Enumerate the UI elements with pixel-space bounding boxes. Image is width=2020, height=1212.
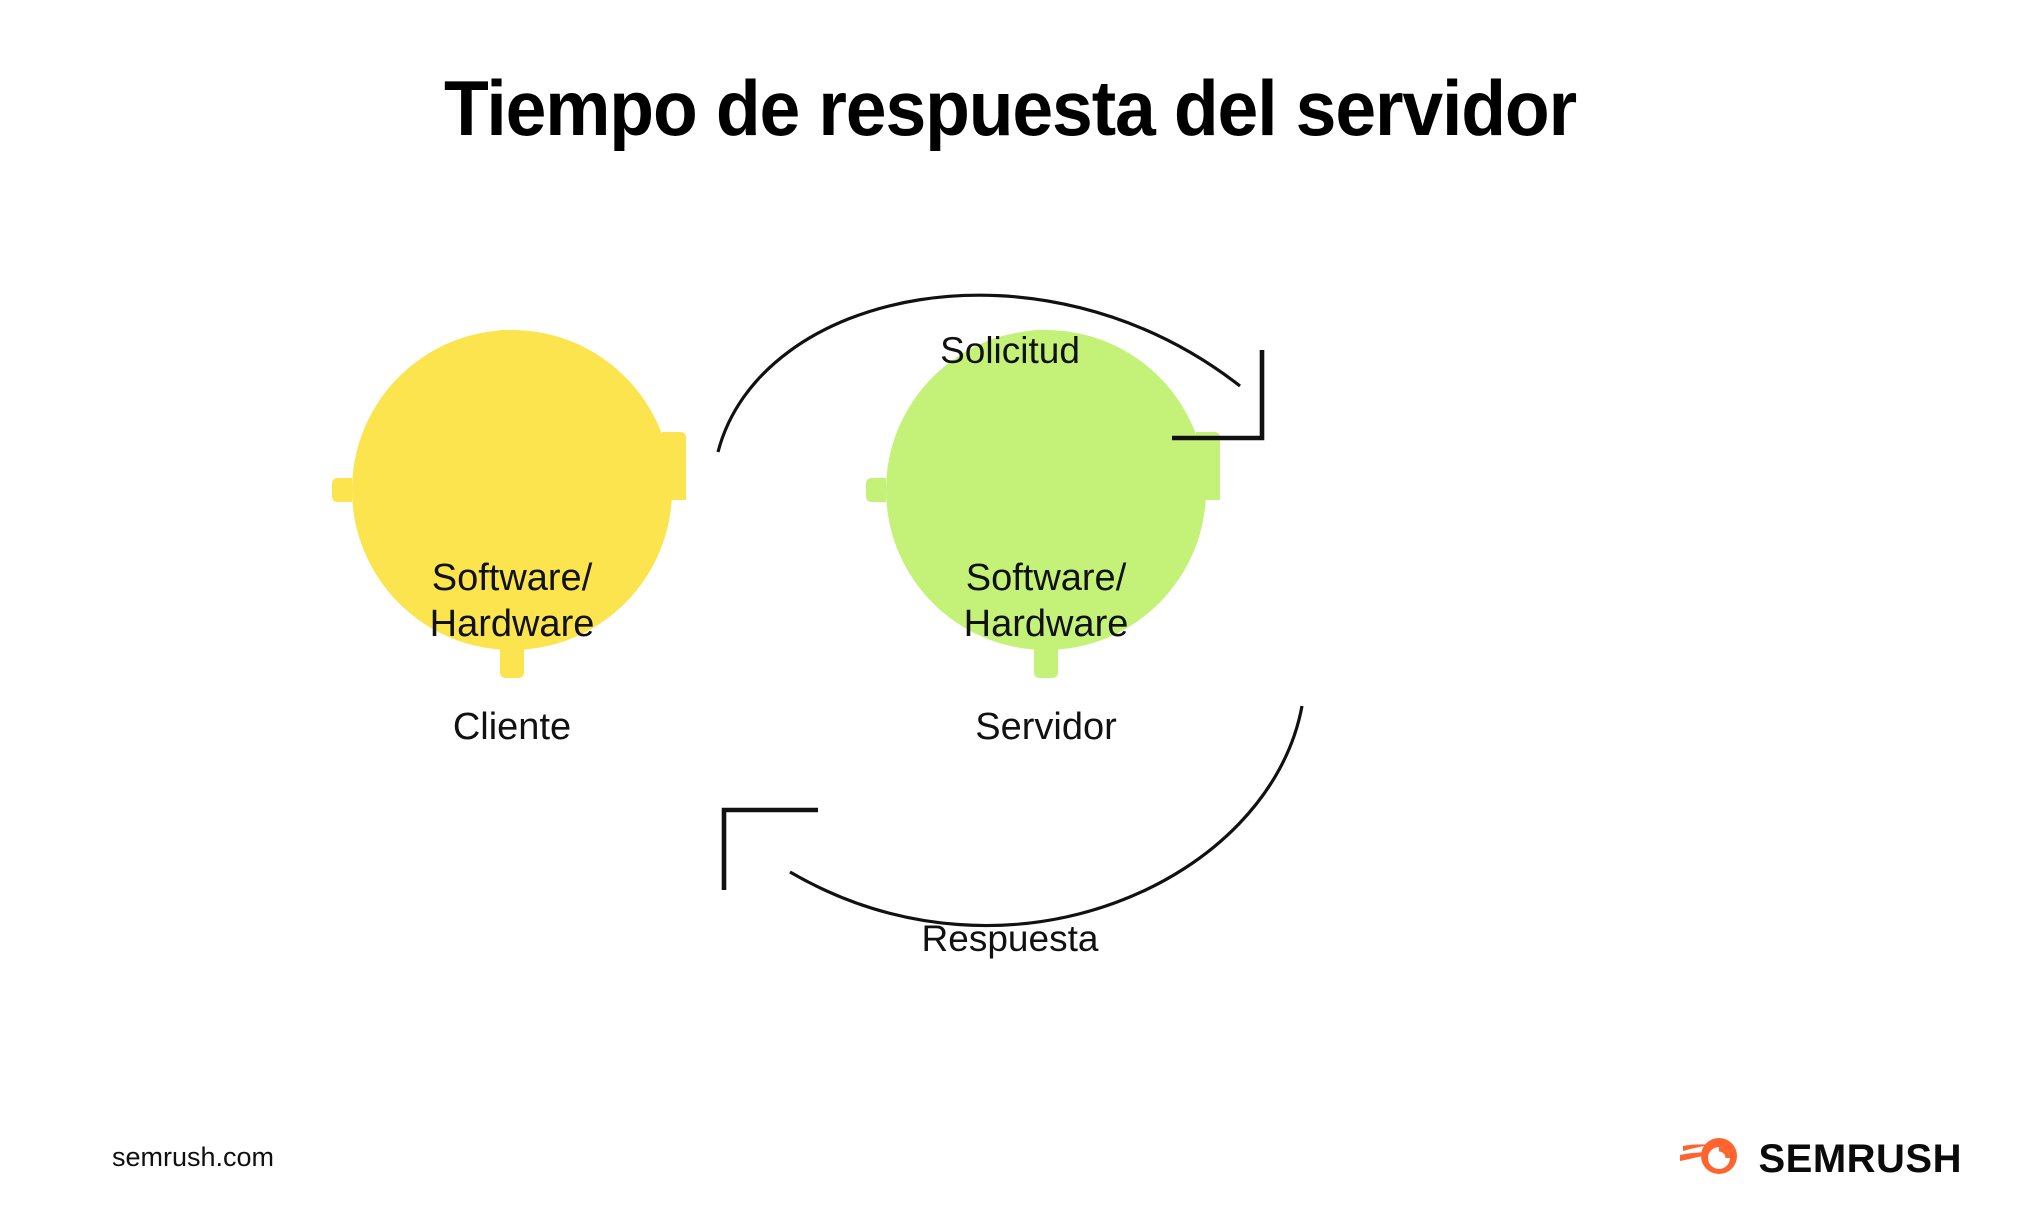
node-client-pill[interactable]: Cliente	[404, 696, 620, 758]
node-client-heading-line2: Hardware	[429, 603, 595, 646]
node-server-pill[interactable]: Servidor	[928, 696, 1164, 758]
page-title: Tiempo de respuesta del servidor	[443, 64, 1577, 152]
edge-request	[716, 293, 1265, 453]
node-server-heading: Software/ Hardware	[886, 555, 1206, 648]
edge-label-response: Respuesta	[921, 918, 1099, 959]
footer-site-url: semrush.com	[112, 1142, 275, 1172]
brand-wordmark: SEMRUSH	[1758, 1136, 1962, 1181]
node-client-heading: Software/ Hardware	[352, 555, 672, 648]
node-client-heading-line1: Software/	[431, 557, 593, 599]
brand-logo: SEMRUSH	[1680, 1133, 1962, 1184]
node-server-heading-line2: Hardware	[963, 603, 1129, 646]
node-client-pill-label: Cliente	[452, 705, 572, 748]
node-server-pill-label: Servidor	[975, 705, 1117, 748]
edge-label-request: Solicitud	[940, 330, 1080, 371]
semrush-comet-icon	[1680, 1133, 1742, 1184]
node-server-heading-line1: Software/	[965, 557, 1127, 599]
